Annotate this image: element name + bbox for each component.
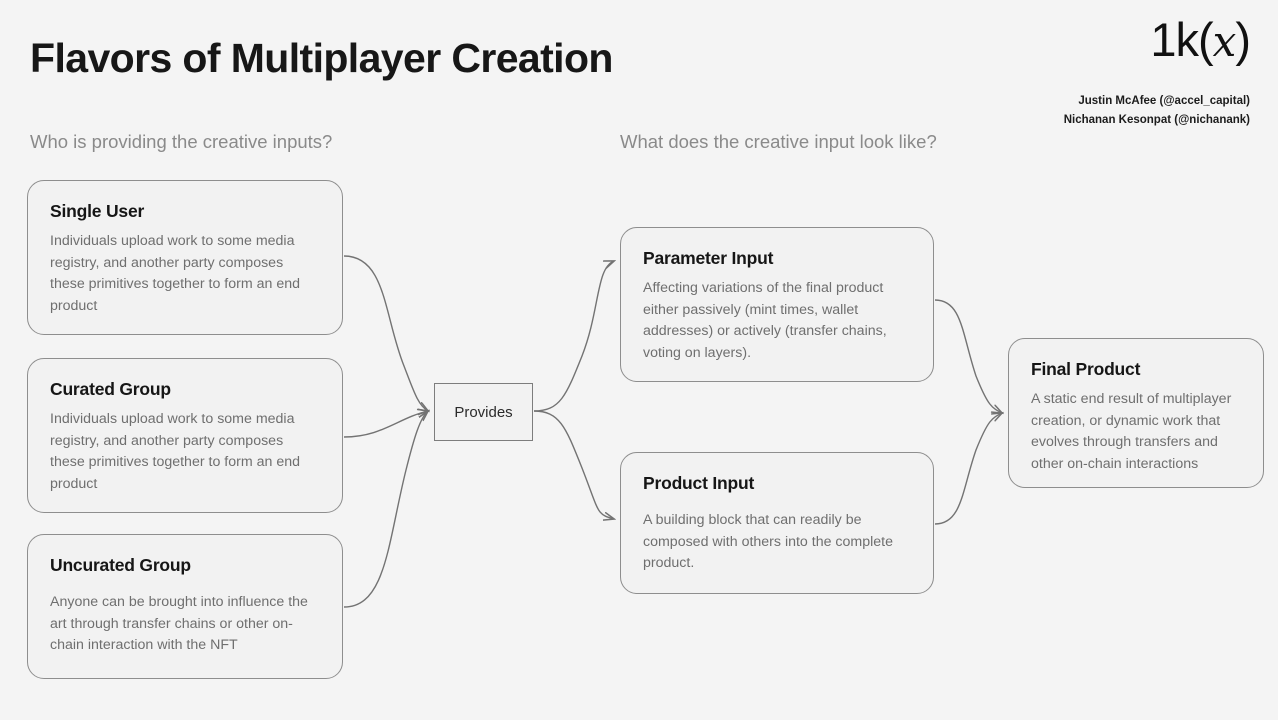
card-body: Individuals upload work to some media re… [50, 233, 300, 314]
edge-uncurated-group-to-provides [343, 411, 428, 608]
card-curated-group[interactable]: Curated Group Individuals upload work to… [27, 358, 343, 513]
logo-prefix: 1k( [1150, 13, 1213, 66]
edge-provides-to-parameter-input [533, 261, 614, 412]
logo-suffix: ) [1235, 13, 1251, 66]
logo-x-glyph: x [1212, 17, 1237, 66]
card-parameter-input[interactable]: Parameter Input Affecting variations of … [620, 227, 934, 382]
page-title: Flavors of Multiplayer Creation [30, 35, 613, 81]
author-justin-mcafee: Justin McAfee (@accel_capital) [1078, 95, 1250, 107]
card-title: Final Product [1031, 359, 1141, 379]
card-single-user[interactable]: Single User Individuals upload work to s… [27, 180, 343, 335]
card-final-product[interactable]: Final Product A static end result of mul… [1008, 338, 1264, 488]
card-title: Single User [50, 201, 145, 221]
card-uncurated-group[interactable]: Uncurated Group Anyone can be brought in… [27, 534, 343, 679]
card-title: Curated Group [50, 379, 171, 399]
card-body: A building block that can readily be com… [643, 512, 893, 571]
edge-single-user-to-provides [343, 255, 428, 411]
card-body: A static end result of multiplayer creat… [1031, 391, 1232, 472]
edge-parameter-input-to-final-product [934, 299, 1002, 413]
node-provides[interactable]: Provides [434, 383, 533, 441]
card-title: Parameter Input [643, 248, 774, 268]
author-nichanan-kesonpat: Nichanan Kesonpat (@nichanank) [1063, 114, 1250, 126]
node-provides-label: Provides [454, 403, 513, 421]
left-column-question: Who is providing the creative inputs? [30, 131, 333, 152]
card-title: Product Input [643, 473, 755, 493]
edge-curated-group-to-provides [343, 411, 428, 438]
brand-logo: 1k(x) [1150, 13, 1251, 66]
card-body: Anyone can be brought into influence the… [50, 594, 308, 653]
byline: Justin McAfee (@accel_capital) Nichanan … [1064, 92, 1250, 130]
right-column-question: What does the creative input look like? [620, 131, 937, 152]
card-product-input[interactable]: Product Input A building block that can … [620, 452, 934, 594]
card-body: Individuals upload work to some media re… [50, 411, 300, 492]
edge-provides-to-product-input [533, 410, 614, 519]
card-body: Affecting variations of the final produc… [643, 280, 887, 361]
card-title: Uncurated Group [50, 555, 191, 575]
edge-product-input-to-final-product [934, 413, 1002, 525]
